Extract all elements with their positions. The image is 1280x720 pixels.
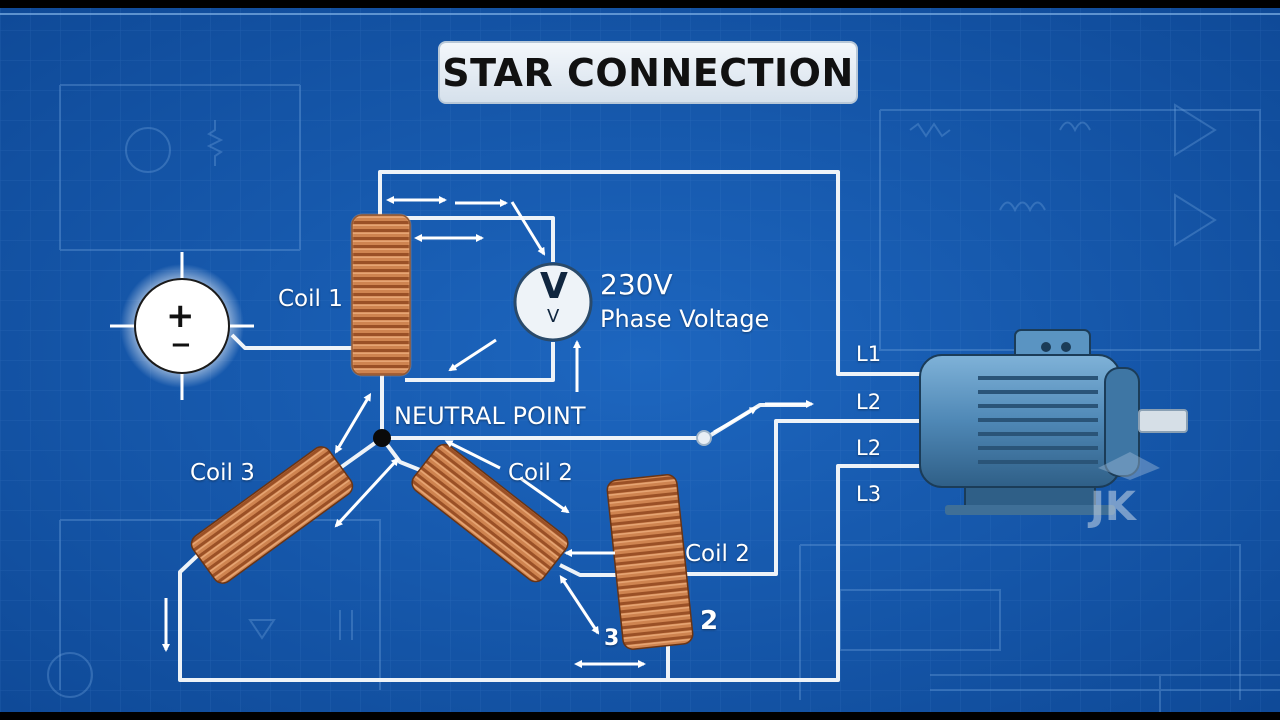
number-two-label: 2 [700, 606, 719, 636]
coil-2-right-label: Coil 2 [685, 541, 750, 567]
voltmeter-subsymbol: V [547, 306, 560, 327]
current-arrows [162, 196, 814, 668]
page-title: STAR CONNECTION [438, 41, 858, 104]
coil-2-center-label: Coil 2 [508, 460, 573, 486]
coil-2-center [411, 443, 569, 583]
voltage-source [110, 252, 254, 400]
motor [919, 329, 1188, 515]
watermark-text: JK [1090, 484, 1136, 530]
phase-voltage-caption: Phase Voltage [600, 305, 770, 333]
coil-3-label: Coil 3 [190, 460, 255, 486]
wiring [178, 170, 920, 682]
number-three-label: 3 [604, 626, 620, 651]
source-minus: − [170, 330, 192, 360]
voltmeter-symbol: V [540, 266, 568, 307]
voltage-reading: 230V [600, 268, 673, 301]
switch-pivot [696, 430, 712, 446]
coil-1 [350, 213, 412, 377]
source-plus: + [166, 296, 195, 336]
wire-voltmeter-bottom [405, 342, 555, 382]
watermark-logo [1098, 452, 1160, 480]
neutral-node [373, 429, 391, 447]
line-l1-label: L1 [856, 342, 882, 366]
line-l3-label: L3 [856, 482, 882, 506]
wire-l2 [680, 419, 920, 576]
line-l2-second-label: L2 [856, 436, 882, 460]
wire-l3 [178, 464, 920, 682]
wire-voltmeter-top [405, 216, 555, 262]
wire-l1 [378, 170, 920, 376]
neutral-point-label: NEUTRAL POINT [394, 402, 586, 430]
background-schematic [47, 84, 1280, 712]
line-l2-label: L2 [856, 390, 882, 414]
coil-1-label: Coil 1 [278, 286, 343, 312]
voltmeter [513, 262, 593, 342]
wire-neutral-coil2 [380, 436, 421, 472]
coil-2-right [606, 474, 694, 650]
